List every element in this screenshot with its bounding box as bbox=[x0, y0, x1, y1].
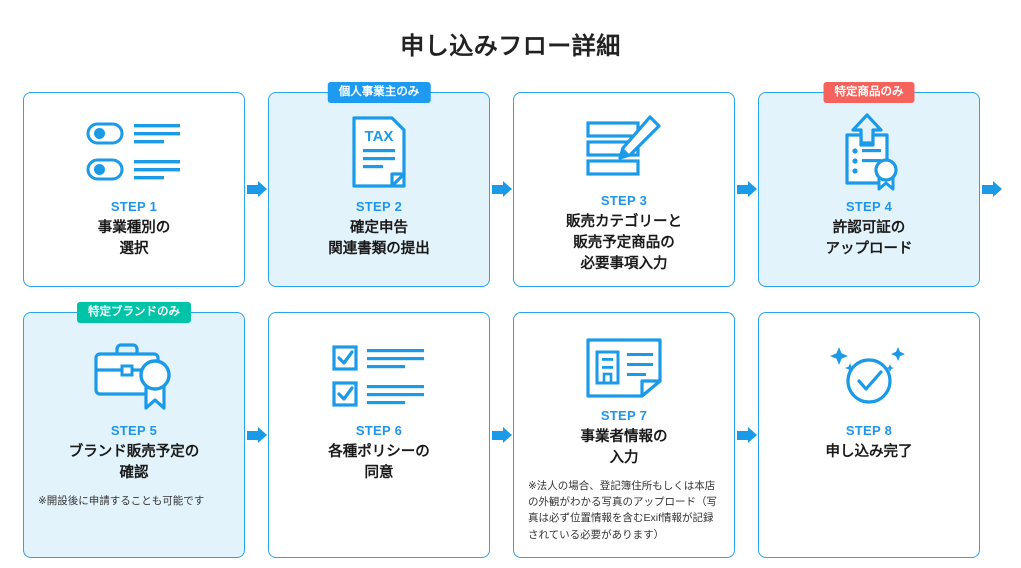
step-title: 申し込み完了 bbox=[825, 444, 913, 460]
briefcase-badge-icon bbox=[91, 337, 177, 415]
flow-arrow-2-3 bbox=[490, 92, 513, 287]
step-note: ※法人の場合、登記簿住所もしくは本店の外観がわかる写真のアップロード（写真は必ず… bbox=[528, 479, 717, 541]
badge-individual-business: 個人事業主のみ bbox=[327, 82, 431, 104]
step-label: STEP 7 bbox=[600, 407, 648, 423]
step-title: 各種ポリシーの 同意 bbox=[328, 444, 430, 482]
step-card-2[interactable]: 個人事業主のみ TAX STEP 2 確定申告 関連書類の提出 bbox=[268, 82, 490, 287]
svg-text:TAX: TAX bbox=[365, 128, 394, 145]
step-card-7[interactable]: STEP 7 事業者情報の 入力 ※法人の場合、登記簿住所もしくは本店の外観がわ… bbox=[513, 312, 735, 558]
step-title: ブランド販売予定の 確認 bbox=[68, 444, 200, 482]
step-title: 確定申告 関連書類の提出 bbox=[328, 220, 430, 258]
step-card-3[interactable]: STEP 3 販売カテゴリーと 販売予定商品の 必要事項入力 bbox=[513, 92, 735, 287]
tax-document-icon: TAX bbox=[348, 113, 410, 191]
upload-certificate-icon bbox=[833, 113, 905, 191]
step-label: STEP 8 bbox=[845, 423, 893, 438]
flow-row-1: STEP 1 事業種別の 選択 個人事業主のみ TAX STEP 2 確定申告 … bbox=[0, 82, 1021, 287]
step-label: STEP 2 bbox=[355, 199, 403, 214]
step-title: 許認可証の アップロード bbox=[825, 220, 913, 258]
flow-row-2: 特定ブランドのみ STEP 5 ブランド販売予定の 確認 ※開設後に申請すること… bbox=[0, 302, 1021, 558]
step-card-5[interactable]: 特定ブランドのみ STEP 5 ブランド販売予定の 確認 ※開設後に申請すること… bbox=[23, 302, 245, 558]
badge-specific-brand: 特定ブランドのみ bbox=[77, 302, 191, 324]
step-label: STEP 6 bbox=[355, 423, 403, 438]
step-title: 販売カテゴリーと 販売予定商品の 必要事項入力 bbox=[566, 214, 682, 273]
step-title: 事業者情報の 入力 bbox=[580, 428, 668, 466]
step-card-8[interactable]: STEP 8 申し込み完了 bbox=[758, 312, 980, 558]
flow-arrow-6-7 bbox=[490, 312, 513, 558]
step-label: STEP 1 bbox=[110, 199, 158, 214]
step-title: 事業種別の 選択 bbox=[97, 220, 171, 258]
badge-specific-product: 特定商品のみ bbox=[823, 82, 915, 104]
step-label: STEP 3 bbox=[600, 193, 648, 208]
step-card-6[interactable]: STEP 6 各種ポリシーの 同意 bbox=[268, 312, 490, 558]
step-note: ※開設後に申請することも可能です bbox=[38, 495, 205, 508]
flow-arrow-5-6 bbox=[245, 312, 268, 558]
business-document-icon bbox=[585, 337, 663, 400]
toggle-list-icon bbox=[86, 113, 182, 191]
page-title: 申し込みフロー詳細 bbox=[400, 33, 621, 60]
step-card-4[interactable]: 特定商品のみ STEP 4 許認可証の アップロード bbox=[758, 82, 980, 287]
flow-arrow-7-8 bbox=[735, 312, 758, 558]
flow-arrow-3-4 bbox=[735, 92, 758, 287]
checkbox-list-icon bbox=[331, 337, 427, 415]
step-card-1[interactable]: STEP 1 事業種別の 選択 bbox=[23, 92, 245, 287]
sparkle-check-circle-icon bbox=[826, 337, 912, 415]
flow-arrow-row1-end bbox=[980, 92, 1003, 287]
step-label: STEP 4 bbox=[845, 199, 893, 214]
form-edit-icon bbox=[584, 113, 664, 185]
step-label: STEP 5 bbox=[110, 423, 158, 438]
flow-arrow-1-2 bbox=[245, 92, 268, 287]
